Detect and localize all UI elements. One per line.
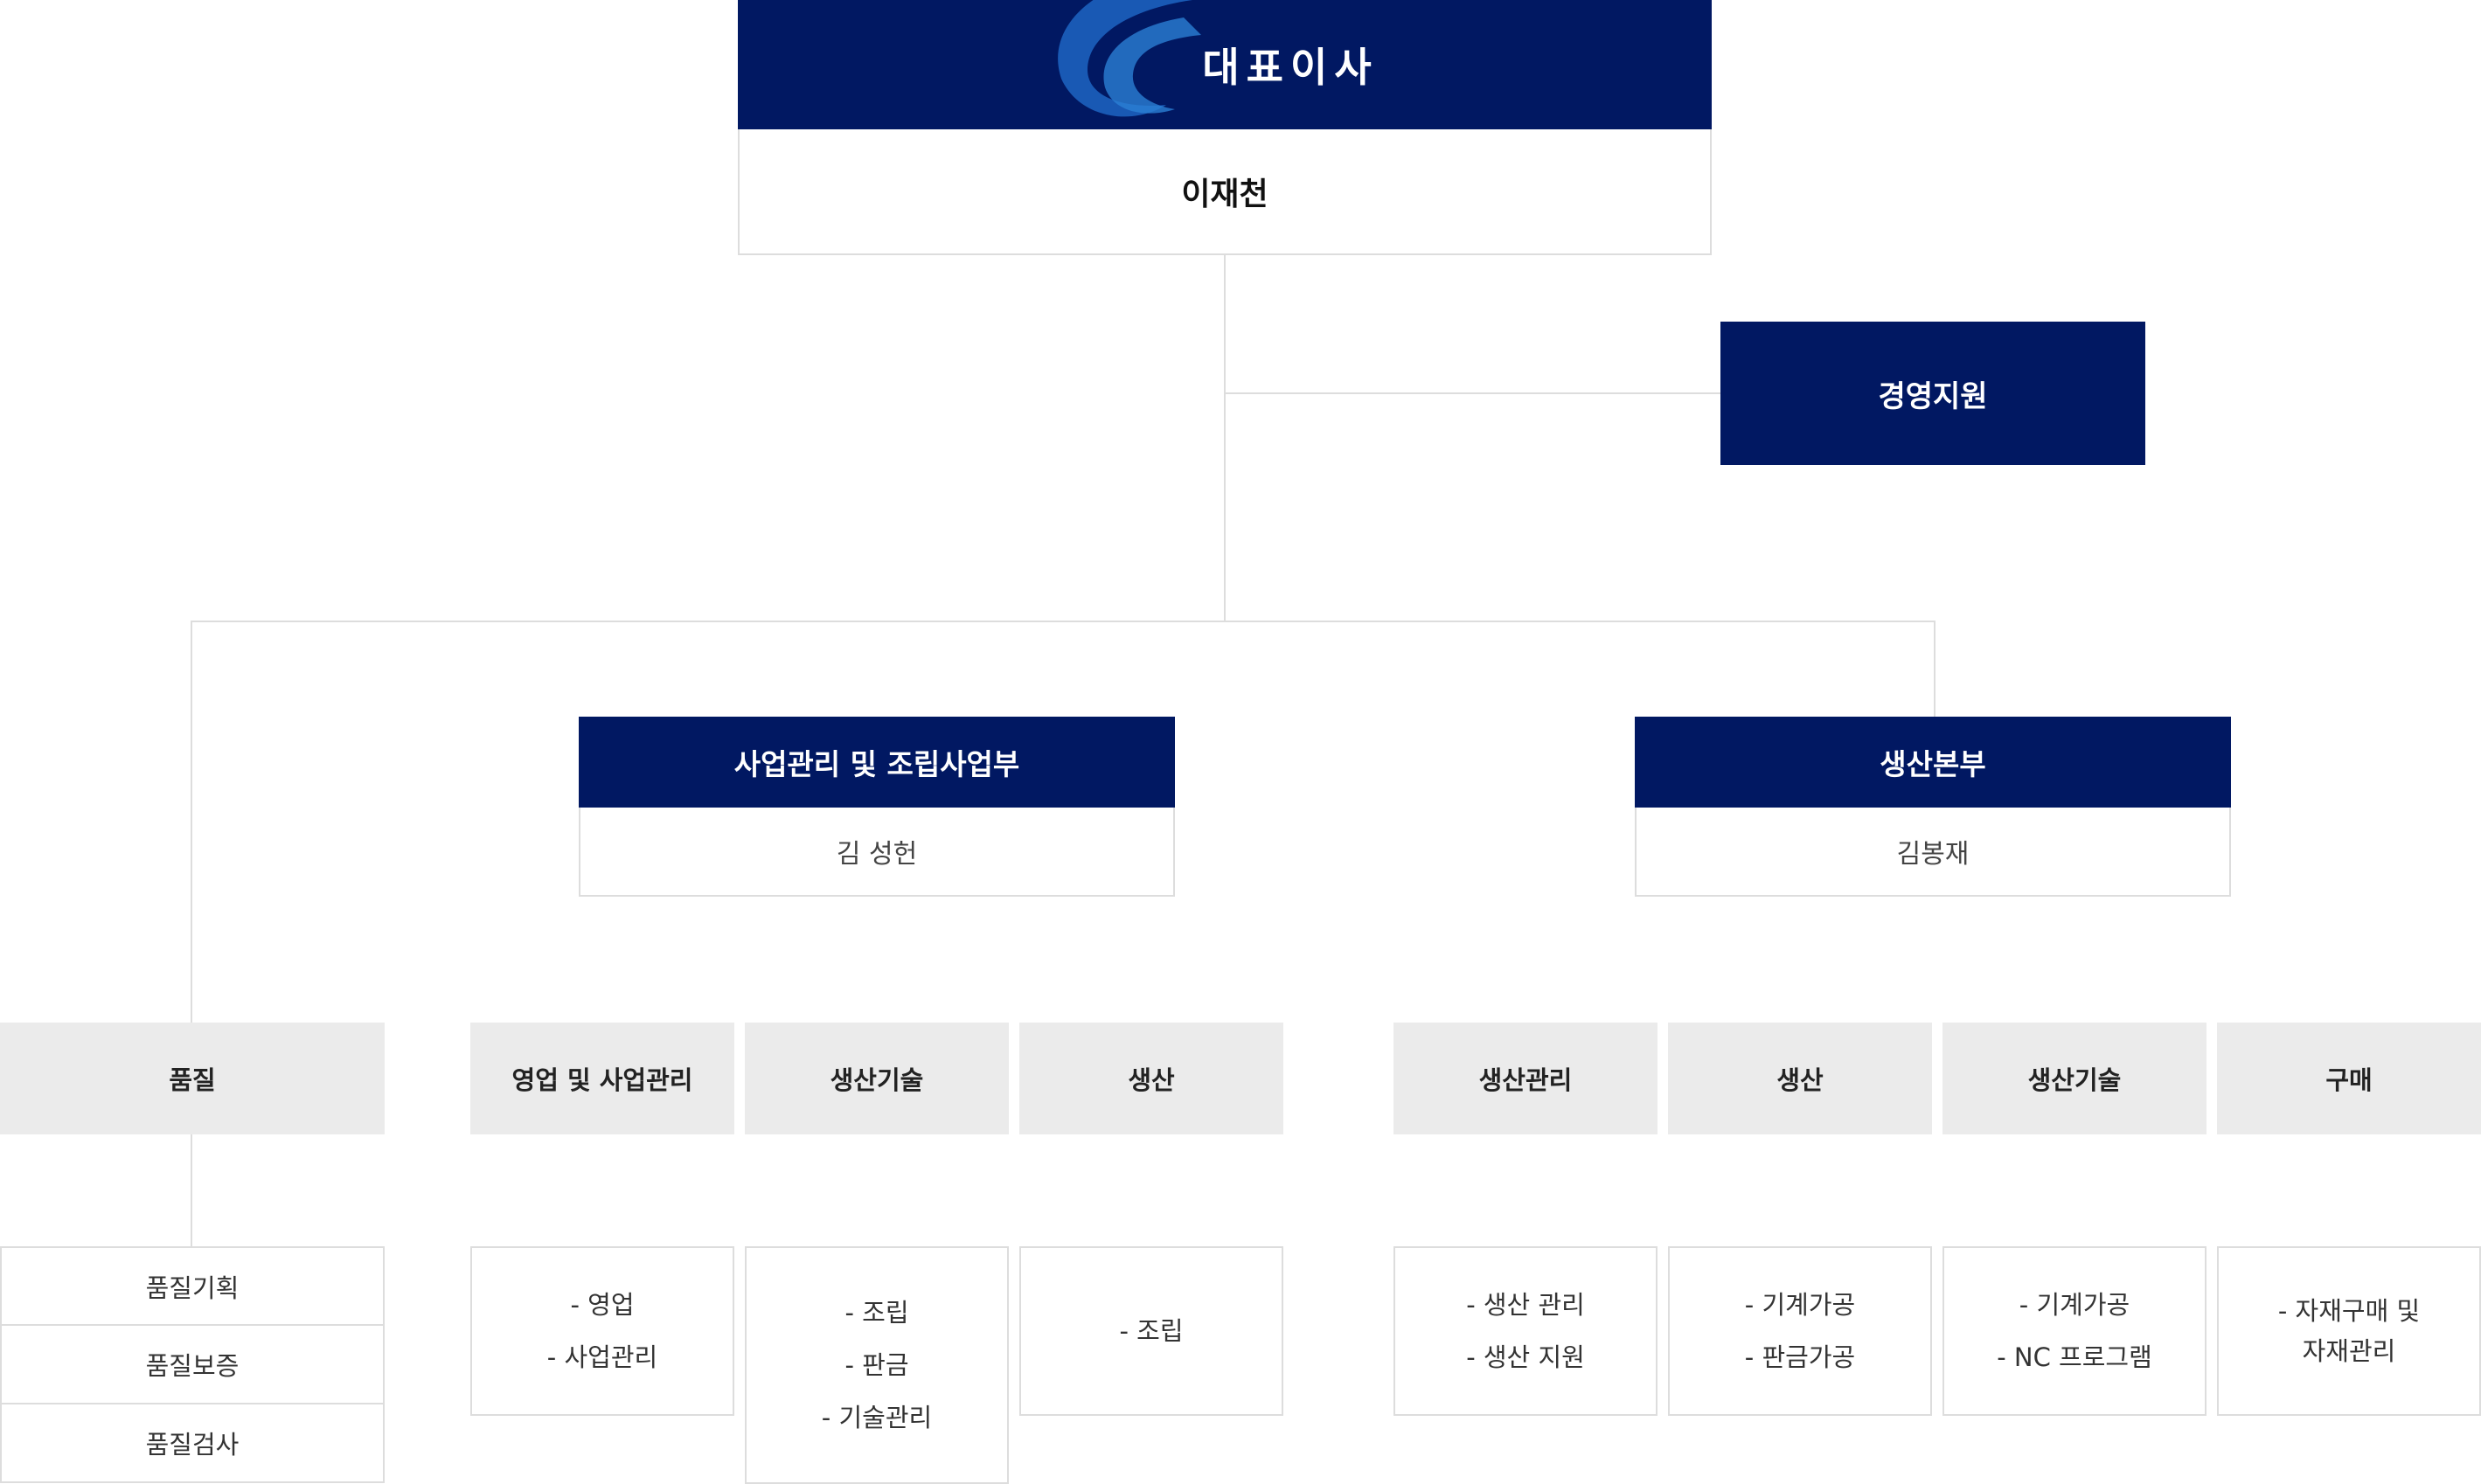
dept-purchasing: 구매 bbox=[2217, 1023, 2481, 1134]
connector-ceo-down bbox=[1224, 255, 1226, 622]
connector-quality-duties bbox=[191, 1134, 192, 1246]
duty-item: - 판금 bbox=[844, 1350, 909, 1380]
company-logo-icon bbox=[1058, 0, 1201, 117]
duties-production-1: - 조립 bbox=[1019, 1246, 1283, 1416]
duties-production-management: - 생산 관리 - 생산 지원 bbox=[1393, 1246, 1657, 1416]
duty-item: - 조립 bbox=[844, 1298, 909, 1328]
connector-management-support bbox=[1224, 392, 1720, 394]
duties-production-2: - 기계가공 - 판금가공 bbox=[1668, 1246, 1932, 1416]
dept-production-tech-1: 생산기술 bbox=[745, 1023, 1009, 1134]
dept-production-2: 생산 bbox=[1668, 1023, 1932, 1134]
division-business-assembly-head: 김 성헌 bbox=[579, 808, 1175, 897]
duties-production-tech-2: - 기계가공 - NC 프로그램 bbox=[1942, 1246, 2206, 1416]
duty-item: - 기계가공 bbox=[1744, 1290, 1856, 1320]
division-production-head: 김봉재 bbox=[1635, 808, 2231, 897]
duty-item: - 영업 bbox=[570, 1290, 635, 1320]
ceo-title: 대표이사 bbox=[1202, 44, 1379, 91]
dept-quality: 품질 bbox=[0, 1023, 385, 1134]
duty-item: - 생산 관리 bbox=[1466, 1290, 1585, 1320]
duty-item: - 조립 bbox=[1119, 1316, 1184, 1346]
duties-sales-business: - 영업 - 사업관리 bbox=[470, 1246, 734, 1416]
ceo-name: 이재천 bbox=[738, 129, 1712, 255]
duty-item: - 자재구매 및 bbox=[2277, 1296, 2421, 1326]
division-business-assembly-title: 사업관리 및 조립사업부 bbox=[579, 717, 1175, 808]
quality-duty-planning: 품질기획 bbox=[0, 1246, 385, 1326]
dept-production-tech-2: 생산기술 bbox=[1942, 1023, 2206, 1134]
ceo-header: 대표이사 bbox=[738, 0, 1712, 129]
connector-horizontal-main bbox=[191, 621, 1935, 622]
division-production-title: 생산본부 bbox=[1635, 717, 2231, 808]
dept-sales-business: 영업 및 사업관리 bbox=[470, 1023, 734, 1134]
connector-production-division-down bbox=[1934, 621, 1935, 717]
duties-production-tech-1: - 조립 - 판금 - 기술관리 bbox=[745, 1246, 1009, 1484]
duties-purchasing: - 자재구매 및 자재관리 bbox=[2217, 1246, 2481, 1416]
duty-item: - 판금가공 bbox=[1744, 1342, 1856, 1372]
duty-item: - 생산 지원 bbox=[1466, 1342, 1585, 1372]
duty-item: - NC 프로그램 bbox=[1997, 1342, 2152, 1372]
duty-item: - 기계가공 bbox=[2019, 1290, 2130, 1320]
quality-duty-assurance: 품질보증 bbox=[0, 1324, 385, 1404]
duty-item: - 기술관리 bbox=[821, 1403, 933, 1432]
dept-production-1: 생산 bbox=[1019, 1023, 1283, 1134]
quality-duty-inspection: 품질검사 bbox=[0, 1403, 385, 1483]
dept-production-management: 생산관리 bbox=[1393, 1023, 1657, 1134]
duty-item: 자재관리 bbox=[2302, 1336, 2396, 1366]
management-support-box: 경영지원 bbox=[1720, 322, 2145, 465]
duty-item: - 사업관리 bbox=[546, 1342, 658, 1372]
connector-quality-down bbox=[191, 621, 192, 1023]
